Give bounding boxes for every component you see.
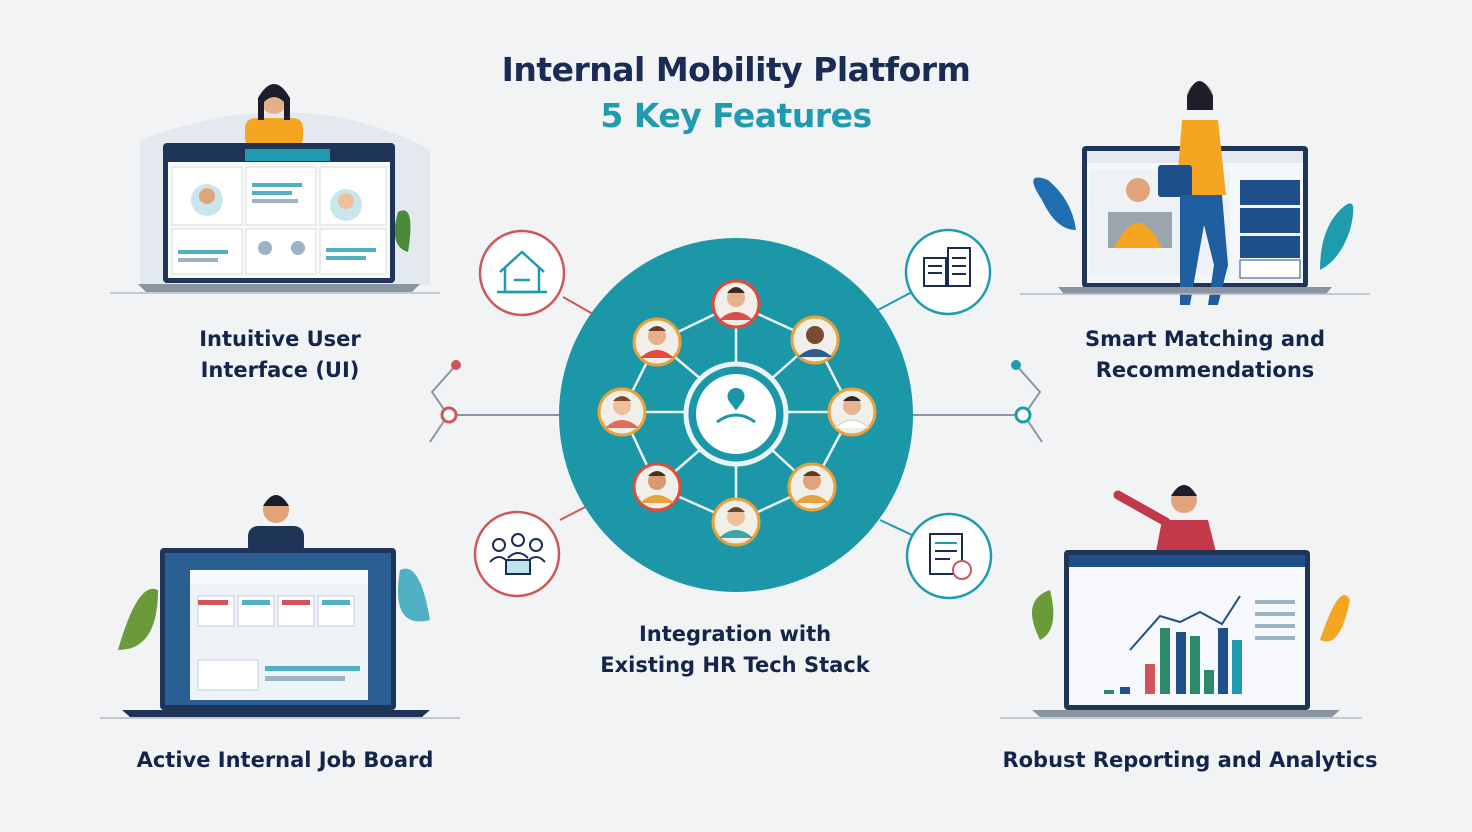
feature-label-line: Integration with — [638, 622, 832, 646]
bar-chart-graphic — [1104, 595, 1242, 694]
avatar-8 — [632, 317, 682, 367]
avatar-4 — [787, 462, 837, 512]
title-block: Internal Mobility Platform 5 Key Feature… — [0, 48, 1472, 140]
zigzag-left — [429, 364, 457, 443]
connector-documents — [877, 291, 913, 311]
feature-label-reporting: Robust Reporting and Analytics — [1002, 748, 1378, 772]
node-ring-right — [1014, 406, 1032, 424]
house-icon — [478, 229, 566, 317]
avatar-2 — [790, 315, 840, 365]
page-subtitle: 5 Key Features — [600, 96, 872, 135]
node-dot-right — [1011, 360, 1021, 370]
laptop-ui-illustration — [110, 84, 440, 294]
connector-lines — [429, 291, 1043, 536]
node-dot-left — [451, 360, 461, 370]
avatar-5 — [711, 497, 761, 547]
feature-label-smart-matching: Smart Matching and Recommendations — [1060, 324, 1350, 386]
report-document-icon — [905, 512, 993, 600]
feature-label-integration: Integration with Existing HR Tech Stack — [590, 619, 880, 681]
laptop-matching-illustration — [1020, 81, 1370, 305]
node-ring-left — [440, 406, 458, 424]
person-man-top — [248, 495, 304, 556]
person-man-pointing — [1113, 485, 1216, 552]
person-woman-standing — [1158, 81, 1228, 305]
avatar-1 — [711, 279, 761, 329]
feature-label-line: Smart Matching and — [1084, 327, 1326, 351]
feature-label-line: Existing HR Tech Stack — [600, 653, 870, 677]
people-puzzle-icon — [473, 510, 561, 598]
zigzag-right — [1015, 364, 1043, 443]
network-hub — [559, 238, 913, 592]
feature-label-job-board: Active Internal Job Board — [136, 748, 434, 772]
feature-label-line: Interface (UI) — [200, 358, 360, 382]
feature-label-line: Recommendations — [1095, 358, 1315, 382]
location-pin-icon — [716, 387, 756, 424]
connector-report — [879, 519, 913, 536]
feature-label-intuitive-ui: Intuitive User Interface (UI) — [160, 324, 400, 386]
page-title: Internal Mobility Platform — [501, 50, 971, 89]
person-woman-top — [244, 84, 304, 148]
avatar-6 — [632, 462, 682, 512]
laptop-jobboard-illustration — [100, 495, 460, 719]
laptop-reporting-illustration — [1000, 485, 1362, 719]
feature-label-line: Intuitive User — [199, 327, 361, 351]
avatar-3 — [827, 387, 877, 437]
documents-icon — [904, 228, 992, 316]
avatar-7 — [597, 387, 647, 437]
